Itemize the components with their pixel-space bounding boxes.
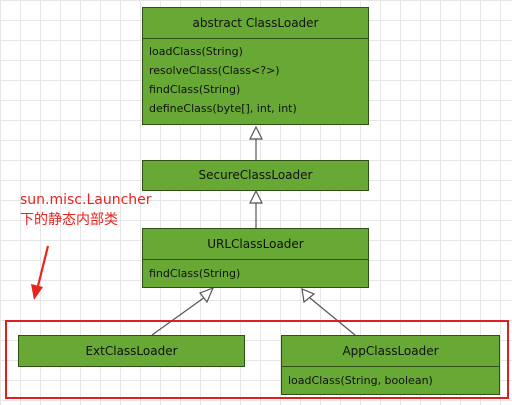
annotation-arrow-line bbox=[36, 245, 50, 287]
classloader-box: abstract ClassLoader loadClass(String) r… bbox=[142, 7, 369, 125]
urlclassloader-methods: findClass(String) bbox=[143, 260, 368, 283]
annotation-line-2: 下的静态内部类 bbox=[20, 212, 118, 228]
appclassloader-box: AppClassLoader loadClass(String, boolean… bbox=[281, 335, 500, 395]
extclassloader-box: ExtClassLoader bbox=[18, 335, 245, 367]
extclassloader-title: ExtClassLoader bbox=[85, 344, 178, 358]
inherit-arrowhead-url-left bbox=[199, 286, 215, 304]
secureclassloader-title: SecureClassLoader bbox=[198, 168, 313, 182]
classloader-methods: loadClass(String) resolveClass(Class<?>)… bbox=[143, 39, 368, 118]
appclassloader-divider bbox=[282, 366, 499, 367]
method-defineclass: defineClass(byte[], int, int) bbox=[149, 102, 297, 115]
urlclassloader-box: URLClassLoader findClass(String) bbox=[142, 228, 369, 288]
method-loadclass: loadClass(String, boolean) bbox=[288, 374, 433, 387]
annotation-arrowhead bbox=[31, 284, 43, 300]
inherit-line-ext-to-url bbox=[151, 296, 206, 336]
inherit-arrowhead-classloader bbox=[249, 125, 263, 140]
inherit-line-app-to-url bbox=[309, 297, 356, 336]
secureclassloader-box: SecureClassLoader bbox=[142, 160, 369, 191]
inner-class-highlight bbox=[5, 320, 509, 399]
method-resolveclass: resolveClass(Class<?>) bbox=[149, 64, 280, 77]
classloader-divider bbox=[143, 38, 368, 39]
classloader-title: abstract ClassLoader bbox=[192, 16, 319, 30]
launcher-annotation: sun.misc.Launcher 下的静态内部类 bbox=[20, 190, 152, 230]
annotation-line-1: sun.misc.Launcher bbox=[20, 192, 152, 208]
urlclassloader-title: URLClassLoader bbox=[207, 237, 304, 251]
method-loadclass: loadClass(String) bbox=[149, 45, 243, 58]
appclassloader-title: AppClassLoader bbox=[342, 344, 439, 358]
inherit-arrowhead-url-right bbox=[301, 288, 316, 304]
method-findclass: findClass(String) bbox=[149, 83, 241, 96]
urlclassloader-divider bbox=[143, 259, 368, 260]
appclassloader-methods: loadClass(String, boolean) bbox=[282, 367, 499, 390]
inherit-arrowhead-secure bbox=[249, 189, 263, 204]
method-findclass: findClass(String) bbox=[149, 267, 241, 280]
